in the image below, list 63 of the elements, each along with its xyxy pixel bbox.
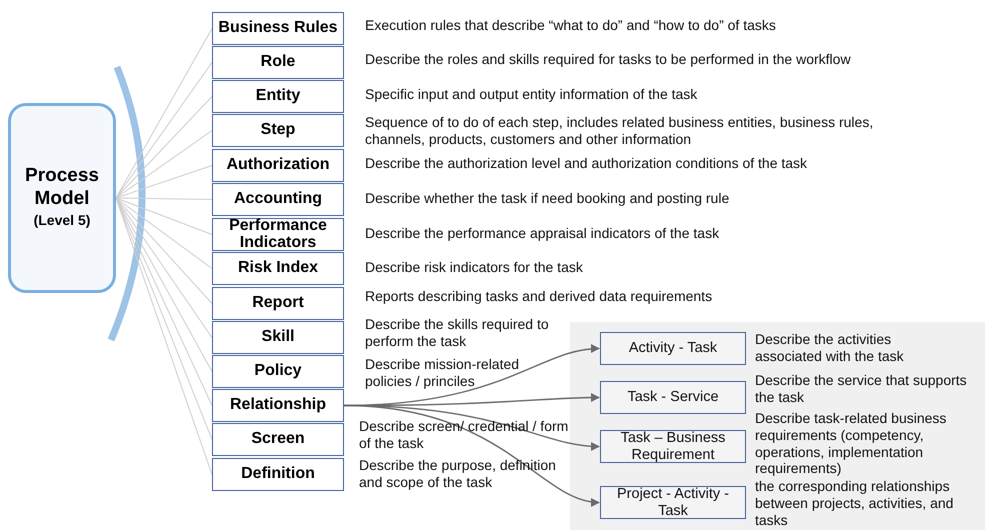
box-label: Definition [241, 466, 315, 483]
description-text: Describe the skills required to perform the task [365, 316, 550, 350]
description-text: Describe the activities associated with the task [755, 331, 905, 365]
box-label: Relationship [230, 397, 326, 414]
relation-box [600, 430, 746, 463]
relation-box [600, 486, 746, 519]
category-box [212, 114, 344, 147]
category-box [212, 321, 344, 354]
description-text: the corresponding relationships between projects, activities, and tasks [755, 478, 954, 528]
box-label: Step [260, 122, 296, 139]
connector-line [116, 198, 212, 304]
box-label: Activity - Task [628, 340, 718, 357]
category-box [212, 46, 344, 79]
description-text: Describe whether the task if need booking and posting rule [365, 190, 730, 207]
box-label: Business Rules [218, 20, 338, 37]
description-text: Sequence of to do of each step, includes related business entities, business rules, channels, products, customers and other information [365, 114, 874, 148]
relation-box [600, 332, 746, 365]
category-box [212, 149, 344, 182]
description-text: Describe risk indicators for the task [365, 259, 584, 276]
description-text: Execution rules that describe “what to do” and “how to do” of tasks [365, 17, 777, 34]
model-title: Process Model [24, 165, 100, 211]
category-box [212, 218, 344, 251]
category-box [212, 389, 344, 422]
box-label: Project - Activity - Task [616, 486, 730, 520]
description-text: Describe the service that supports the task [755, 372, 968, 406]
relation-box [600, 381, 746, 414]
box-label: Report [252, 295, 304, 312]
box-label: Performance Indicators [228, 218, 328, 252]
description-text: Reports describing tasks and derived data requirements [365, 288, 714, 305]
box-label: Screen [251, 431, 305, 448]
connector-line [116, 198, 212, 269]
description-text: Describe mission-related policies / princiles [365, 356, 520, 390]
model-level: (Level 5) [34, 211, 90, 230]
box-label: Risk Index [238, 260, 318, 277]
box-label: Policy [254, 363, 302, 380]
model-box [8, 103, 116, 293]
connector-line [116, 165, 212, 198]
box-label: Accounting [234, 191, 322, 208]
box-label: Authorization [226, 157, 330, 174]
connector-line [116, 130, 212, 198]
connector-line [116, 198, 212, 200]
box-label: Entity [256, 88, 300, 105]
category-box [212, 252, 344, 285]
category-box [212, 12, 344, 45]
category-box [212, 458, 344, 491]
description-text: Describe the performance appraisal indicators of the task [365, 225, 720, 242]
category-box [212, 355, 344, 388]
description-text: Describe task-related business requirements (competency, operations, implementation requirements) [755, 410, 948, 478]
box-label: Role [260, 54, 296, 71]
category-box [212, 183, 344, 216]
description-text: Specific input and output entity information of the task [365, 86, 698, 103]
category-box [212, 287, 344, 320]
box-label: Task - Service [627, 389, 719, 406]
category-box [212, 80, 344, 113]
connector-line [116, 96, 212, 198]
box-label: Task – Business Requirement [620, 430, 726, 464]
connector-line [116, 28, 212, 198]
category-box [212, 423, 344, 456]
description-text: Describe the authorization level and authorization conditions of the task [365, 155, 808, 172]
description-text: Describe the roles and skills required for tasks to be performed in the workflow [365, 51, 852, 68]
connector-line [116, 198, 212, 235]
arrow [344, 404, 600, 506]
box-label: Skill [262, 329, 294, 346]
